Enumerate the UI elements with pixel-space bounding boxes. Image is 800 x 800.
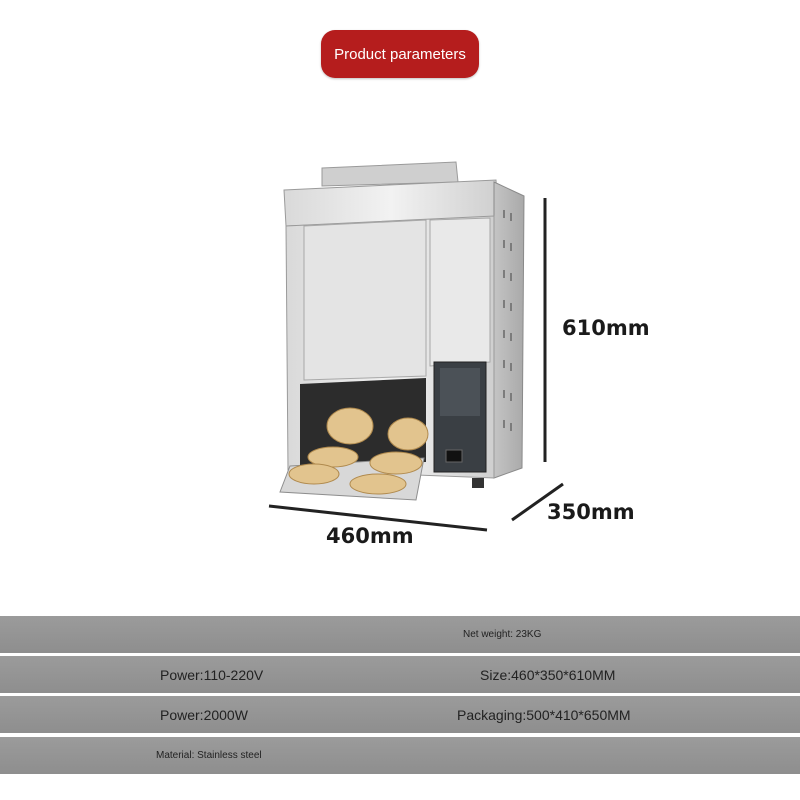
spec-row: Power:2000W Packaging:500*410*650MM — [0, 696, 800, 733]
voltage-value: Power:110-220V — [160, 666, 264, 683]
spec-row: Material: Stainless steel — [0, 737, 800, 774]
product-parameters-badge: Product parameters — [321, 30, 479, 78]
size-value: Size:460*350*610MM — [480, 666, 616, 683]
material-value: Material: Stainless steel — [156, 750, 262, 761]
depth-dimension-label: 350mm — [547, 500, 635, 524]
wattage-value: Power:2000W — [160, 706, 248, 723]
page-title: Product parameters — [334, 45, 466, 63]
net-weight-value: Net weight: 23KG — [463, 629, 542, 640]
width-dimension-label: 460mm — [326, 524, 414, 548]
vertical-conveyor-toaster-icon — [268, 161, 564, 532]
height-dimension-label: 610mm — [562, 316, 650, 340]
packaging-value: Packaging:500*410*650MM — [457, 706, 631, 723]
spec-row: Net weight: 23KG — [0, 616, 800, 653]
spec-row: Power:110-220V Size:460*350*610MM — [0, 656, 800, 693]
